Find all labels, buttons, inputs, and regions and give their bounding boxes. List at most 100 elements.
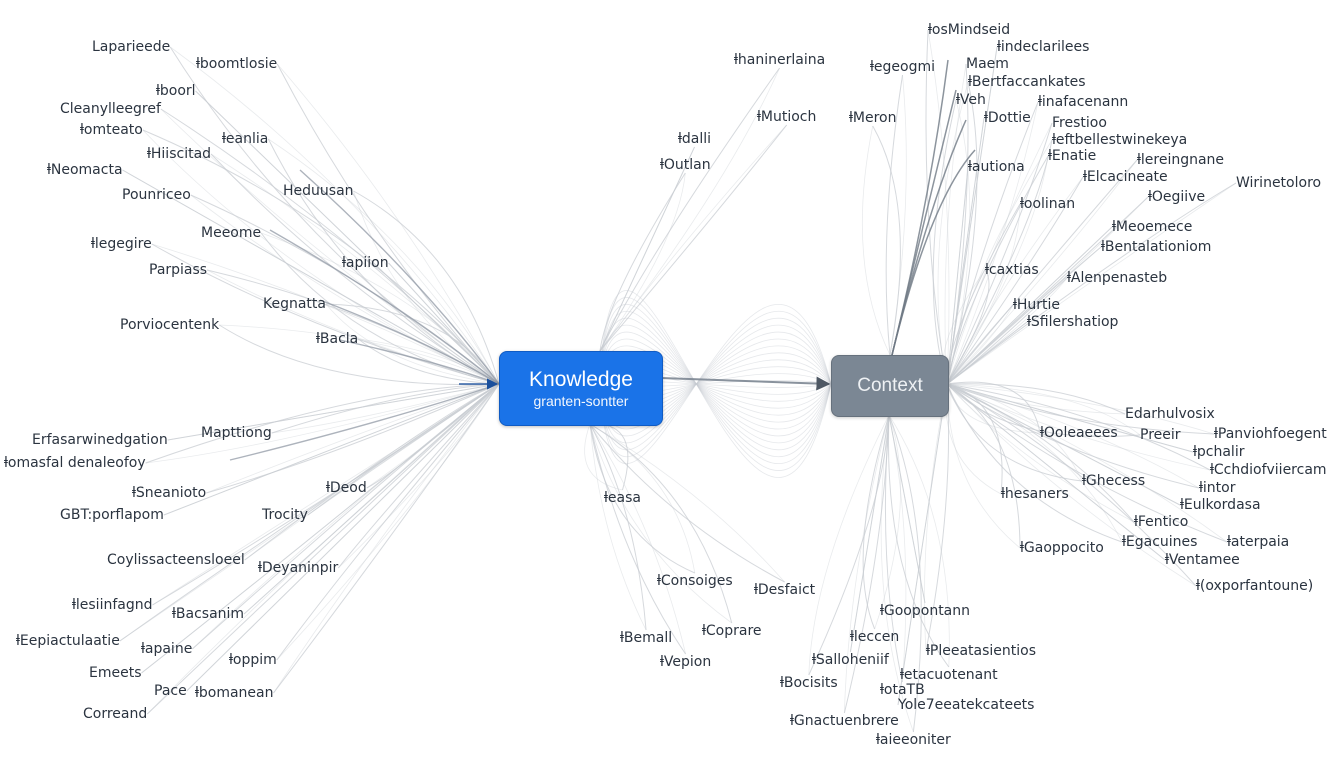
node-label[interactable]: Preeir xyxy=(1140,427,1181,443)
node-label[interactable]: ⱡEulkordasa xyxy=(1180,497,1261,513)
node-label[interactable]: ⱡeanlia xyxy=(222,131,269,147)
node-label[interactable]: ⱡoppim xyxy=(229,652,277,668)
node-label[interactable]: ⱡSneanioto xyxy=(132,485,207,501)
node-label[interactable]: Pace xyxy=(154,683,187,699)
node-label[interactable]: ⱡapiion xyxy=(342,255,389,271)
node-label[interactable]: Maem xyxy=(966,56,1009,72)
node-label[interactable]: Parpiass xyxy=(149,262,208,278)
node-label[interactable]: ⱡFentico xyxy=(1134,514,1189,530)
node-label[interactable]: ⱡMeoemece xyxy=(1112,219,1193,235)
node-label[interactable]: Pounriceo xyxy=(122,187,191,203)
node-label[interactable]: ⱡEnatie xyxy=(1048,148,1097,164)
node-label[interactable]: ⱡPleeatasientios xyxy=(926,643,1037,659)
node-label[interactable]: ⱡGaoppocito xyxy=(1020,540,1104,556)
node-label[interactable]: ⱡapaine xyxy=(141,641,193,657)
node-label[interactable]: ⱡegeogmi xyxy=(870,59,935,75)
node-label[interactable]: ⱡboomtlosie xyxy=(196,56,278,72)
node-label[interactable]: ⱡGoopontann xyxy=(880,603,971,619)
node-label[interactable]: Heduusan xyxy=(283,183,354,199)
node-label[interactable]: Correand xyxy=(83,706,148,722)
node-label[interactable]: ⱡintor xyxy=(1199,480,1236,496)
node-label[interactable]: ⱡGnactuenbrere xyxy=(790,713,899,729)
node-label[interactable]: ⱡHurtie xyxy=(1013,297,1061,313)
node-label[interactable]: ⱡHiiscitad xyxy=(147,146,212,162)
knowledge-hub-node[interactable]: Knowledge granten-sontter xyxy=(499,351,663,426)
node-label[interactable]: ⱡosMindseid xyxy=(928,22,1011,38)
node-label[interactable]: ⱡVeh xyxy=(956,92,986,108)
node-label[interactable]: Coylissacteensloeel xyxy=(107,552,245,568)
connector-edge xyxy=(145,383,500,464)
connector-edge xyxy=(353,190,500,385)
node-label[interactable]: ⱡMeron xyxy=(849,110,897,126)
node-label[interactable]: Meeome xyxy=(201,225,262,241)
node-label[interactable]: ⱡDeyaninpir xyxy=(258,560,339,576)
node-label[interactable]: ⱡOoleaeees xyxy=(1040,425,1118,441)
node-label[interactable]: ⱡboorl xyxy=(156,83,196,99)
node-label[interactable]: Yole7eeatekcateets xyxy=(898,697,1035,713)
node-label[interactable]: ⱡVepion xyxy=(660,654,712,670)
node-label[interactable]: ⱡOutlan xyxy=(660,157,711,173)
node-label[interactable]: GBT:porflapom xyxy=(60,507,164,523)
node-label[interactable]: Edarhulvosix xyxy=(1125,406,1215,422)
node-label[interactable]: ⱡNeomacta xyxy=(47,162,123,178)
node-label[interactable]: ⱡBocisits xyxy=(780,675,838,691)
node-label[interactable]: ⱡPanviohfoegent xyxy=(1214,426,1327,442)
node-label[interactable]: ⱡlegegire xyxy=(91,236,152,252)
node-label[interactable]: ⱡindeclarilees xyxy=(997,39,1090,55)
node-label[interactable]: ⱡSalloheniif xyxy=(812,652,889,668)
node-label[interactable]: ⱡGhecess xyxy=(1082,473,1146,489)
node-label[interactable]: Laparieede xyxy=(92,39,171,55)
node-label[interactable]: Emeets xyxy=(89,665,142,681)
node-label[interactable]: ⱡDeod xyxy=(326,480,367,496)
node-label[interactable]: ⱡElcacineate xyxy=(1083,169,1168,185)
connector-edge xyxy=(599,124,787,352)
context-hub-node[interactable]: Context xyxy=(831,355,949,417)
node-label[interactable]: ⱡcaxtias xyxy=(985,262,1039,278)
node-label[interactable]: ⱡBacsanim xyxy=(172,606,245,622)
node-label[interactable]: ⱡBertfaccankates xyxy=(968,74,1086,90)
node-label[interactable]: ⱡinafacenann xyxy=(1038,94,1129,110)
node-label[interactable]: ⱡomteato xyxy=(80,122,143,138)
node-label[interactable]: ⱡSfilershatiop xyxy=(1027,314,1119,330)
node-label[interactable]: ⱡautiona xyxy=(968,159,1025,175)
node-label[interactable]: ⱡDottie xyxy=(984,110,1031,126)
node-label[interactable]: ⱡBemall xyxy=(620,630,673,646)
node-label[interactable]: Wirinetoloro xyxy=(1236,175,1322,191)
node-label[interactable]: Porviocentenk xyxy=(120,317,220,333)
node-label[interactable]: ⱡConsoiges xyxy=(657,573,733,589)
node-label[interactable]: ⱡetacuotenant xyxy=(900,667,998,683)
node-label[interactable]: ⱡhaninerlaina xyxy=(734,52,826,68)
node-label[interactable]: ⱡlesiinfagnd xyxy=(72,597,153,613)
node-label[interactable]: ⱡBentalationiom xyxy=(1101,239,1212,255)
node-label[interactable]: ⱡotaTB xyxy=(880,682,925,698)
node-label[interactable]: ⱡhesaners xyxy=(1001,486,1069,502)
node-label[interactable]: ⱡCchdiofviiercam xyxy=(1210,462,1327,478)
node-label[interactable]: ⱡaterpaia xyxy=(1227,534,1290,550)
node-label[interactable]: ⱡeasa xyxy=(604,490,641,506)
node-label[interactable]: ⱡleccen xyxy=(850,629,900,645)
node-label[interactable]: ⱡAlenpenasteb xyxy=(1067,270,1168,286)
node-label[interactable]: ⱡOegiive xyxy=(1148,189,1206,205)
node-label[interactable]: ⱡBacla xyxy=(316,331,359,347)
node-label[interactable]: ⱡEepiactulaatie xyxy=(16,633,120,649)
node-label[interactable]: ⱡaieeoniter xyxy=(876,732,951,748)
node-label[interactable]: Mapttiong xyxy=(201,425,272,441)
node-label[interactable]: ⱡVentamee xyxy=(1165,552,1240,568)
node-label[interactable]: ⱡlereingnane xyxy=(1137,152,1225,168)
node-label[interactable]: ⱡoolinan xyxy=(1020,196,1076,212)
node-label[interactable]: Trocity xyxy=(262,507,308,523)
node-label[interactable]: ⱡbomanean xyxy=(195,685,274,701)
node-label[interactable]: ⱡeftbellestwinekeya xyxy=(1052,132,1188,148)
node-label[interactable]: ⱡMutioch xyxy=(757,109,817,125)
node-label[interactable]: Cleanylleegref xyxy=(60,101,161,117)
node-label[interactable]: Frestioo xyxy=(1052,115,1107,131)
node-label[interactable]: Kegnatta xyxy=(263,296,326,312)
node-label[interactable]: ⱡdalli xyxy=(678,131,712,147)
node-label[interactable]: ⱡEgacuines xyxy=(1122,534,1198,550)
node-label[interactable]: ⱡCoprare xyxy=(702,623,762,639)
node-label[interactable]: Erfasarwinedgation xyxy=(32,432,168,448)
node-label[interactable]: ⱡDesfaict xyxy=(754,582,816,598)
node-label[interactable]: ⱡpchalir xyxy=(1193,444,1245,460)
node-label[interactable]: ⱡomasfal denaleofoy xyxy=(4,455,146,471)
node-label[interactable]: ⱡ(oxporfantoune) xyxy=(1196,578,1314,594)
